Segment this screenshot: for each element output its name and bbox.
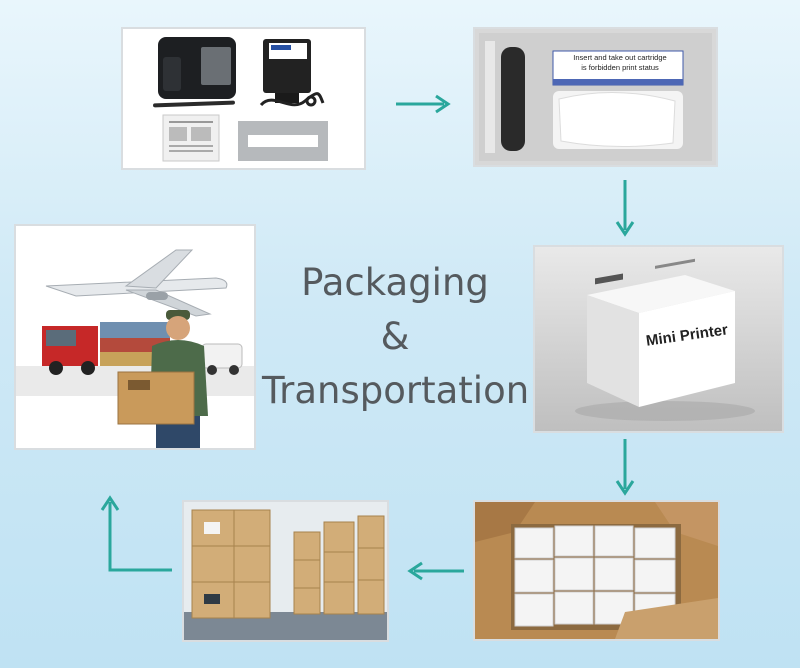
page-title: Packaging & Transportation (262, 256, 530, 418)
shipping-panel (14, 224, 256, 450)
arrow-right-icon (396, 94, 451, 114)
accessories-panel (121, 27, 366, 170)
printer-accessories-image (123, 29, 364, 168)
title-line-packaging: Packaging (301, 261, 489, 304)
cartridge-warning-label: Insert and take out cartridge is forbidd… (553, 53, 687, 73)
title-line-ampersand: & (380, 315, 410, 358)
product-box-image (535, 247, 782, 431)
cartons-panel (473, 500, 720, 641)
arrow-up-left-icon (100, 495, 172, 572)
foam-case-panel: Insert and take out cartridge is forbidd… (473, 27, 718, 167)
arrow-down-icon (615, 180, 635, 237)
warning-line-1: Insert and take out cartridge (573, 53, 667, 62)
shipping-courier-image (16, 226, 254, 448)
warehouse-panel (182, 500, 389, 642)
arrow-down-icon (615, 439, 635, 496)
title-line-transportation: Transportation (262, 369, 530, 412)
foam-case-image (475, 29, 716, 165)
warehouse-image (184, 502, 387, 640)
carton-boxes-image (475, 502, 718, 639)
product-box-panel: Mini Printer (533, 245, 784, 433)
warning-line-2: is forbidden print status (581, 63, 659, 72)
arrow-left-icon (407, 561, 464, 581)
